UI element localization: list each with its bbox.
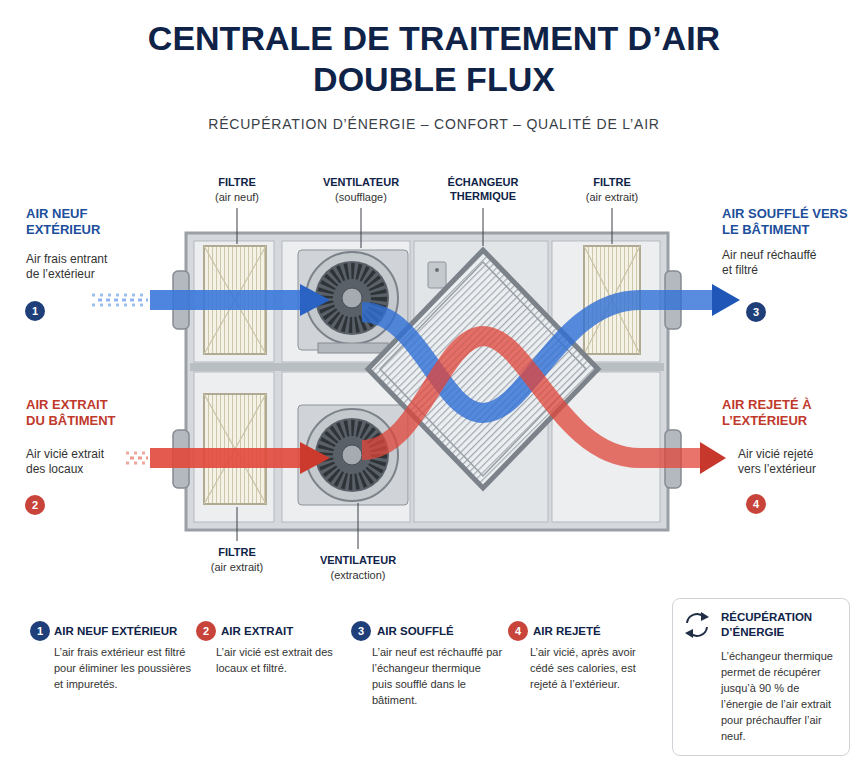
info-box: RÉCUPÉRATION D’ÉNERGIE L’échangeur thermi… [672, 598, 850, 756]
exhaust-air-flow [126, 462, 148, 465]
callout-number-text: 4 [753, 499, 759, 510]
flow-heading: AIR REJETÉ À L’EXTÉRIEUR [722, 397, 822, 430]
part-sublabel: (air extrait) [187, 561, 287, 575]
recovery-icon [685, 612, 709, 638]
callout-number-text: 3 [753, 307, 759, 318]
part-sublabel: (air neuf) [187, 191, 287, 205]
callout-number: 3 [351, 621, 371, 641]
fan [298, 405, 408, 505]
flow-description: Air neuf réchauffé et filtré [722, 248, 826, 278]
exhaust-air-flow [700, 442, 726, 474]
part-label: VENTILATEUR [303, 554, 413, 568]
callout-number-text: 1 [37, 626, 43, 637]
part-label: FILTRE [562, 176, 662, 190]
heat-exchanger [368, 250, 598, 488]
part-sublabel: (extraction) [303, 569, 413, 583]
title: CENTRALE DE TRAITEMENT D’AIR DOUBLE FLUX [94, 18, 774, 101]
fan [342, 445, 362, 465]
box-heading: RÉCUPÉRATION D’ÉNERGIE [721, 610, 841, 640]
flow-heading: AIR SOUFFLÉ VERS LE BÂTIMENT [722, 206, 862, 239]
exhaust-air-flow [126, 336, 726, 474]
callout-number: 1 [30, 621, 50, 641]
flow-description: Air vicié rejeté vers l’extérieur [738, 447, 833, 477]
box-body: L’échangeur thermique permet de récupére… [721, 649, 841, 745]
legend-heading: AIR SOUFFLÉ [377, 624, 497, 638]
legend-description: L’air vicié est extrait des locaux et fi… [216, 645, 351, 677]
leader-line [237, 208, 612, 549]
leader-line [483, 208, 484, 246]
leader-line [361, 208, 362, 248]
callout-number: 2 [25, 495, 45, 515]
legend-heading: AIR EXTRAIT [221, 624, 351, 638]
air-handling-unit-housing [435, 268, 439, 272]
air-handling-unit-housing [194, 372, 274, 522]
recovery-icon [685, 629, 693, 638]
callout-number: 1 [25, 301, 45, 321]
fresh-air-flow [98, 299, 148, 302]
fresh-air-flow [92, 284, 740, 413]
callout-number-text: 3 [358, 626, 364, 637]
subtitle: RÉCUPÉRATION D’ÉNERGIE – CONFORT – QUALI… [54, 116, 814, 134]
fresh-air-flow [92, 294, 148, 297]
callout-number: 4 [746, 494, 766, 514]
fresh-air-flow [92, 304, 148, 307]
exhaust-air-flow [300, 442, 330, 474]
air-handling-unit-housing [428, 262, 446, 288]
leader-line [237, 507, 238, 541]
part-label: ÉCHANGEUR THERMIQUE [438, 176, 528, 204]
exhaust-air-flow [126, 452, 148, 455]
fresh-air-flow [150, 290, 302, 310]
fan [342, 288, 362, 308]
callout-number-text: 4 [515, 626, 521, 637]
fresh-air-flow [712, 284, 740, 316]
exhaust-air-flow [150, 448, 302, 468]
fan [298, 250, 408, 350]
recovery-icon [701, 612, 709, 621]
heat-exchanger [368, 250, 598, 488]
legend-description: L’air vicié, après avoir cédé ses calori… [530, 645, 662, 693]
part-label: FILTRE [187, 176, 287, 190]
legend-heading: AIR REJETÉ [533, 624, 653, 638]
callout-number-text: 2 [203, 626, 209, 637]
leader-line [358, 503, 359, 549]
flow-heading: AIR NEUF EXTÉRIEUR [26, 206, 126, 239]
callout-number-text: 1 [32, 306, 38, 317]
fresh-air-flow [300, 284, 330, 316]
legend-description: L’air neuf est réchauffé par l’échangeur… [372, 645, 504, 709]
leader-line [612, 208, 613, 244]
flow-description: Air vicié extrait des locaux [26, 447, 116, 477]
exhaust-air-flow [362, 336, 702, 458]
callout-number-text: 2 [32, 500, 38, 511]
fan [318, 343, 388, 353]
leader-line [237, 208, 238, 244]
legend-heading: AIR NEUF EXTÉRIEUR [54, 624, 199, 638]
flow-description: Air frais entrant de l’extérieur [26, 252, 118, 282]
legend-description: L’air frais extérieur est filtré pour él… [54, 645, 194, 693]
callout-number: 3 [746, 302, 766, 322]
callout-number: 2 [196, 621, 216, 641]
heat-exchanger [380, 262, 586, 476]
part-label: VENTILATEUR [306, 176, 416, 190]
part-sublabel: (soufflage) [306, 191, 416, 205]
part-sublabel: (air extrait) [562, 191, 662, 205]
callout-number: 4 [508, 621, 528, 641]
exhaust-air-flow [130, 457, 148, 460]
flow-heading: AIR EXTRAIT DU BÂTIMENT [26, 397, 122, 430]
part-label: FILTRE [187, 546, 287, 560]
